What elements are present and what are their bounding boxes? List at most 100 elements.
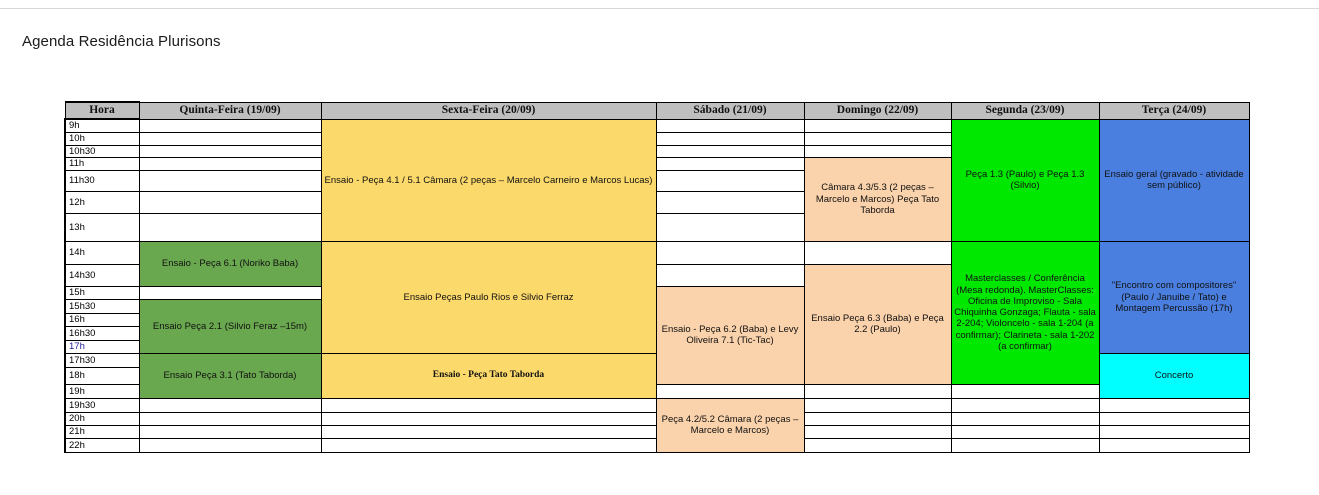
empty-cell-quinta-22h[interactable] (138, 437, 322, 453)
time-label-14h30: 14h30 (64, 263, 140, 287)
event-cell-ev-segunda-1[interactable]: Peça 1.3 (Paulo) e Peça 1.3 (Silvio) (950, 118, 1100, 242)
event-cell-ev-segunda-2[interactable]: Masterclasses / Conferência (Mesa redond… (950, 240, 1100, 385)
empty-cell-sabado-10h[interactable] (655, 131, 805, 146)
empty-cell-segunda-21h[interactable] (950, 424, 1100, 439)
column-header-sexta[interactable]: Sexta-Feira (20/09) (320, 101, 657, 120)
empty-cell-quinta-9h[interactable] (138, 118, 322, 133)
time-label-14h: 14h (64, 240, 140, 265)
empty-cell-sexta-19h30[interactable] (320, 397, 657, 413)
empty-cell-quinta-21h[interactable] (138, 424, 322, 439)
time-label-22h: 22h (64, 437, 140, 453)
table-row: 11h Câmara 4.3/5.3 (2 peças – Marcelo e … (64, 156, 1249, 242)
time-label-17h30: 17h30 (64, 352, 140, 368)
empty-cell-sexta-20h[interactable] (320, 411, 657, 426)
event-cell-ev-terca-3[interactable]: Concerto (1098, 352, 1250, 399)
table-row: 22h (64, 437, 1250, 453)
event-cell-ev-terca-2[interactable]: "Encontro com compositores" (Paulo / Jan… (1098, 240, 1250, 354)
event-cell-ev-domingo-2[interactable]: Ensaio Peça 6.3 (Baba) e Peça 2.2 (Paulo… (803, 263, 952, 385)
empty-cell-sabado-14h30[interactable] (655, 263, 805, 287)
empty-cell-domingo-21h[interactable] (803, 424, 952, 439)
table-row: 11h30 (64, 169, 1249, 192)
empty-cell-sabado-10h30[interactable] (655, 144, 805, 158)
empty-cell-sabado-11h[interactable] (655, 156, 805, 171)
event-cell-ev-domingo-1[interactable]: Câmara 4.3/5.3 (2 peças – Marcelo e Marc… (803, 156, 952, 242)
empty-cell-quinta-10h30[interactable] (138, 144, 322, 158)
event-cell-ev-sexta-2[interactable]: Ensaio Peças Paulo Rios e Silvio Ferraz (320, 240, 657, 354)
empty-cell-sexta-21h[interactable] (320, 424, 657, 439)
time-label-9h: 9h (64, 118, 140, 133)
time-label-11h: 11h (64, 156, 140, 171)
time-label-20h: 20h (64, 411, 140, 426)
empty-cell-terca-22h[interactable] (1098, 437, 1250, 453)
empty-cell-quinta-15h[interactable] (138, 285, 322, 300)
empty-cell-terca-20h[interactable] (1098, 411, 1250, 426)
empty-cell-sabado-13h[interactable] (655, 212, 805, 242)
time-label-21h: 21h (64, 424, 140, 439)
empty-cell-sabado-19h[interactable] (655, 383, 805, 399)
empty-cell-domingo-19h[interactable] (803, 383, 952, 399)
empty-cell-terca-21h[interactable] (1098, 424, 1250, 439)
empty-cell-sabado-11h30[interactable] (655, 169, 805, 192)
time-label-15h30: 15h30 (64, 298, 140, 314)
empty-cell-domingo-20h[interactable] (803, 411, 952, 426)
empty-cell-domingo-22h[interactable] (803, 437, 952, 453)
event-cell-ev-sexta-3[interactable]: Ensaio - Peça Tato Taborda (320, 352, 657, 399)
table-row: 17h (64, 339, 1249, 354)
empty-cell-sabado-9h[interactable] (655, 118, 805, 133)
table-row: 21h (64, 424, 1250, 439)
empty-cell-quinta-19h30[interactable] (138, 397, 322, 413)
table-row: 12h (64, 190, 1249, 214)
column-header-terca[interactable]: Terça (24/09) (1098, 101, 1250, 120)
time-label-18h: 18h (64, 366, 140, 385)
column-header-domingo[interactable]: Domingo (22/09) (803, 101, 952, 120)
event-cell-ev-quinta-3[interactable]: Ensaio Peça 3.1 (Tato Taborda) (138, 352, 322, 399)
empty-cell-quinta-13h[interactable] (138, 212, 322, 242)
empty-cell-domingo-14h[interactable] (803, 240, 952, 265)
empty-cell-quinta-20h[interactable] (138, 411, 322, 426)
empty-cell-sabado-12h[interactable] (655, 190, 805, 214)
column-header-hora[interactable]: Hora (64, 101, 140, 120)
empty-cell-segunda-22h[interactable] (950, 437, 1100, 453)
event-cell-ev-terca-1[interactable]: Ensaio geral (gravado - atividade sem pú… (1098, 118, 1250, 242)
time-label-12h: 12h (64, 190, 140, 214)
empty-cell-segunda-19h30[interactable] (950, 397, 1100, 413)
empty-cell-quinta-11h[interactable] (138, 156, 322, 171)
event-cell-ev-sabado-2[interactable]: Peça 4.2/5.2 Câmara (2 peças – Marcelo e… (655, 397, 805, 453)
empty-cell-sexta-22h[interactable] (320, 437, 657, 453)
empty-cell-sabado-14h[interactable] (655, 240, 805, 265)
empty-cell-domingo-9h[interactable] (803, 118, 952, 133)
time-label-15h: 15h (64, 285, 140, 300)
table-row: 10h (64, 131, 1249, 146)
time-label-17h: 17h (64, 339, 140, 354)
empty-cell-quinta-11h30[interactable] (138, 169, 322, 192)
event-cell-ev-sabado-1[interactable]: Ensaio - Peça 6.2 (Baba) e Levy Oliveira… (655, 285, 805, 385)
table-row: 19h30 Peça 4.2/5.2 Câmara (2 peças – Mar… (64, 397, 1250, 453)
column-header-segunda[interactable]: Segunda (23/09) (950, 101, 1100, 120)
time-label-11h30: 11h30 (64, 169, 140, 192)
page-title: Agenda Residência Plurisons (22, 33, 221, 50)
empty-cell-domingo-10h30[interactable] (803, 144, 952, 158)
time-label-10h30: 10h30 (64, 144, 140, 158)
empty-cell-domingo-19h30[interactable] (803, 397, 952, 413)
empty-cell-segunda-19h[interactable] (950, 383, 1100, 399)
empty-cell-terca-19h30[interactable] (1098, 397, 1250, 413)
empty-cell-domingo-10h[interactable] (803, 131, 952, 146)
event-cell-ev-quinta-2[interactable]: Ensaio Peça 2.1 (Silvio Feraz –15m) (138, 298, 322, 354)
event-cell-ev-quinta-1[interactable]: Ensaio - Peça 6.1 (Noriko Baba) (138, 240, 322, 287)
table-row: 14h30 Ensaio Peça 6.3 (Baba) e Peça 2.2 … (64, 263, 1249, 385)
column-header-sabado[interactable]: Sábado (21/09) (655, 101, 805, 120)
time-label-16h30: 16h30 (64, 325, 140, 341)
empty-cell-quinta-10h[interactable] (138, 131, 322, 146)
event-cell-ev-sexta-1[interactable]: Ensaio - Peça 4.1 / 5.1 Câmara (2 peças … (320, 118, 657, 242)
table-row: 9h Ensaio - Peça 4.1 / 5.1 Câmara (2 peç… (64, 118, 1250, 242)
empty-cell-segunda-20h[interactable] (950, 411, 1100, 426)
empty-cell-quinta-12h[interactable] (138, 190, 322, 214)
time-label-19h: 19h (64, 383, 140, 399)
table-row: 13h (64, 212, 1249, 242)
time-label-19h30: 19h30 (64, 397, 140, 413)
column-header-quinta[interactable]: Quinta-Feira (19/09) (138, 101, 322, 120)
